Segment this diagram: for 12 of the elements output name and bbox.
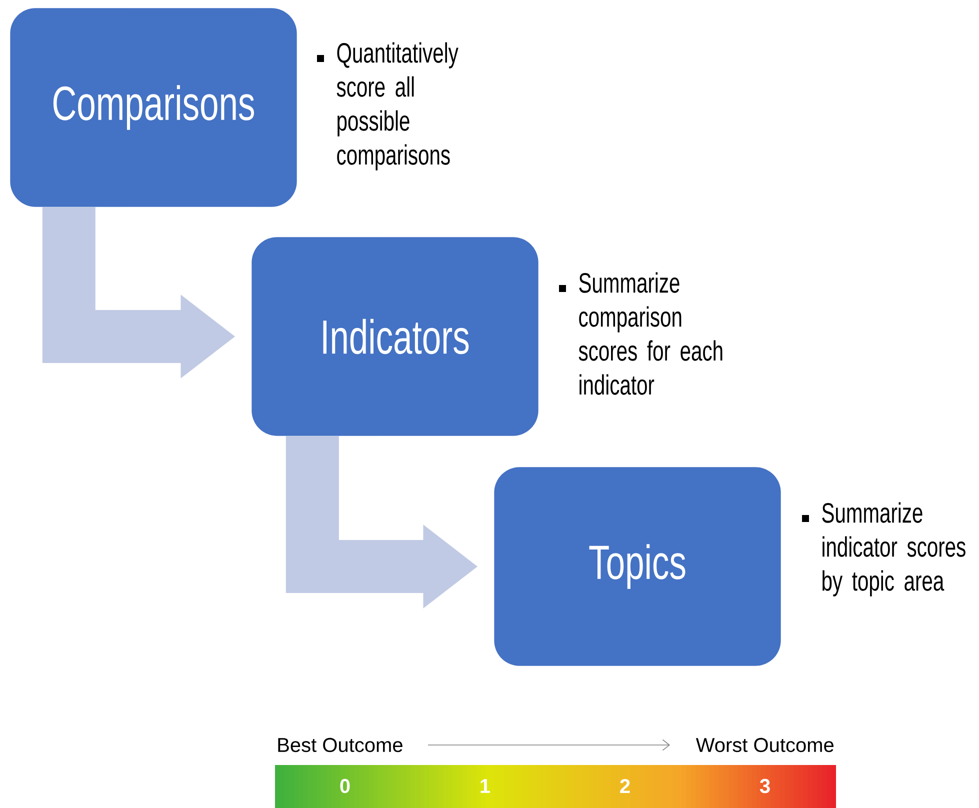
- scale-label: Worst Outcome: [696, 738, 834, 752]
- process-box: Topics: [494, 467, 781, 666]
- bullet-text: Quantitatively score all possible comparisons: [336, 42, 458, 170]
- scale-number: 3: [760, 778, 770, 794]
- bullet-text: Summarize comparison scores for each indicator: [578, 272, 722, 395]
- scale-label: Best Outcome: [278, 738, 402, 752]
- scale-number: 1: [480, 779, 490, 793]
- process-box: Comparisons: [10, 8, 297, 207]
- process-box: Indicators: [252, 237, 538, 436]
- scale-number: 0: [340, 778, 350, 794]
- bullet-text: Summarize indicator scores by topic area: [822, 502, 966, 596]
- scale-number: 2: [620, 779, 630, 793]
